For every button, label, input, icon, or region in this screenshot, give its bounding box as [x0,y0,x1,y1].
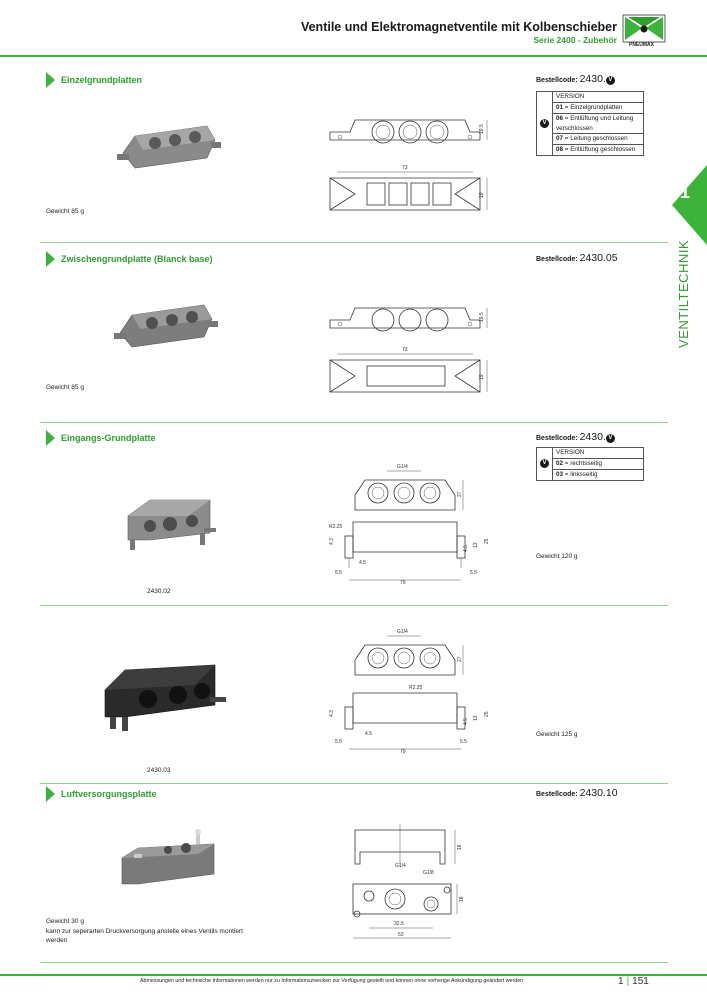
weight-label: Gewicht 125 g [536,731,578,738]
section-title-zwischengrundplatte: Zwischengrundplatte (Blanck base) [46,251,213,267]
drawing-eingangs-grundplatte-02: G1/4 27 R2.25 4.3 4.5 4.5 13 25 5.5 5.5 … [329,464,490,586]
note-line-2: werden [46,937,68,944]
section-title-eingangs-grundplatte: Eingangs-Grundplatte [46,430,156,446]
svg-text:4.5: 4.5 [359,560,366,566]
svg-text:73: 73 [402,347,408,353]
svg-text:4.3: 4.3 [329,538,335,545]
chapter-label: VENTILTECHNIK [676,239,691,348]
svg-text:5.5: 5.5 [470,570,477,576]
weight-label: Gewicht 85 g [46,384,84,391]
svg-text:4.3: 4.3 [329,710,335,717]
section-divider [40,962,668,963]
svg-text:25: 25 [484,538,490,544]
section-divider [40,242,668,243]
svg-text:5.5: 5.5 [335,570,342,576]
svg-text:27: 27 [457,491,463,497]
svg-text:R2.25: R2.25 [409,685,423,691]
chapter-tab [672,165,707,245]
svg-text:19.5: 19.5 [479,124,485,134]
svg-text:4.5: 4.5 [463,718,469,725]
product-photo-einzelgrundplatte [117,125,221,169]
svg-text:4.5: 4.5 [463,545,469,552]
page-subtitle: Serie 2400 - Zubehör [533,35,617,45]
product-photo-luftversorgungsplatte [121,829,215,885]
part-number: 2430.02 [147,588,171,595]
svg-text:19.5: 19.5 [479,312,485,322]
svg-text:G1/8: G1/8 [423,870,434,876]
chapter-number: 1 [680,182,691,202]
svg-text:79: 79 [400,580,406,586]
svg-text:5.5: 5.5 [460,739,467,745]
version-badge: V [605,433,615,443]
svg-text:13: 13 [473,715,479,721]
drawing-eingangs-grundplatte-03: G1/4 27 R2.25 4.3 4.5 4.5 13 25 5.5 5.5 … [329,629,490,755]
section-divider [40,605,668,606]
weight-label: Gewicht 120 g [536,553,578,560]
note-line-1: kann zur seperarten Druckversorgung anst… [46,928,243,935]
order-code: Bestellcode: 2430.V [536,431,615,443]
product-photo-2430-03 [104,664,226,731]
header-rule [0,55,707,57]
svg-text:G1/4: G1/4 [397,464,408,470]
page-title: Ventile und Elektromagnetventile mit Kol… [300,20,617,34]
section-divider [40,422,668,423]
svg-text:13: 13 [473,542,479,548]
product-photo-zwischengrundplatte [114,304,218,348]
section-divider [40,783,668,784]
page-number: 1|151 [618,976,649,987]
svg-text:R2.25: R2.25 [329,524,343,530]
drawing-zwischengrundplatte: 19.5 73 19 [329,307,488,393]
footer-disclaimer: Abmessungen und technische Informationen… [140,978,524,984]
section-title-einzelgrundplatten: Einzelgrundplatten [46,72,142,88]
svg-text:G1/4: G1/4 [397,629,408,635]
weight-label: Gewicht 85 g [46,208,84,215]
svg-text:19: 19 [479,374,485,380]
drawing-luftversorgungsplatte: 18 G1/4 G1/8 18 32.5 53 [352,824,465,939]
svg-text:4.5: 4.5 [365,731,372,737]
order-code: Bestellcode: 2430.05 [536,252,618,264]
version-badge: V [605,75,615,85]
svg-text:73: 73 [402,165,408,171]
order-code: Bestellcode: 2430.10 [536,787,618,799]
svg-text:53: 53 [398,932,404,938]
svg-text:19: 19 [479,192,485,198]
part-number: 2430.03 [147,767,171,774]
logo-text: PNEUMAX [629,42,655,48]
section-title-luftversorgungsplatte: Luftversorgungsplatte [46,786,157,802]
brand-logo: PNEUMAX [622,14,666,50]
order-code: Bestellcode: 2430.V [536,73,615,85]
drawing-einzelgrundplatte: 19.5 73 19 [329,119,488,211]
footer-rule [0,974,707,976]
svg-text:27: 27 [457,656,463,662]
svg-text:25: 25 [484,711,490,717]
svg-text:79: 79 [400,749,406,755]
svg-text:5.5: 5.5 [335,739,342,745]
svg-text:18: 18 [459,896,465,902]
svg-text:18: 18 [457,844,463,850]
svg-text:32.5: 32.5 [394,921,404,927]
weight-label: Gewicht 30 g [46,918,84,925]
svg-text:G1/4: G1/4 [395,863,406,869]
product-photo-2430-02 [127,499,216,550]
